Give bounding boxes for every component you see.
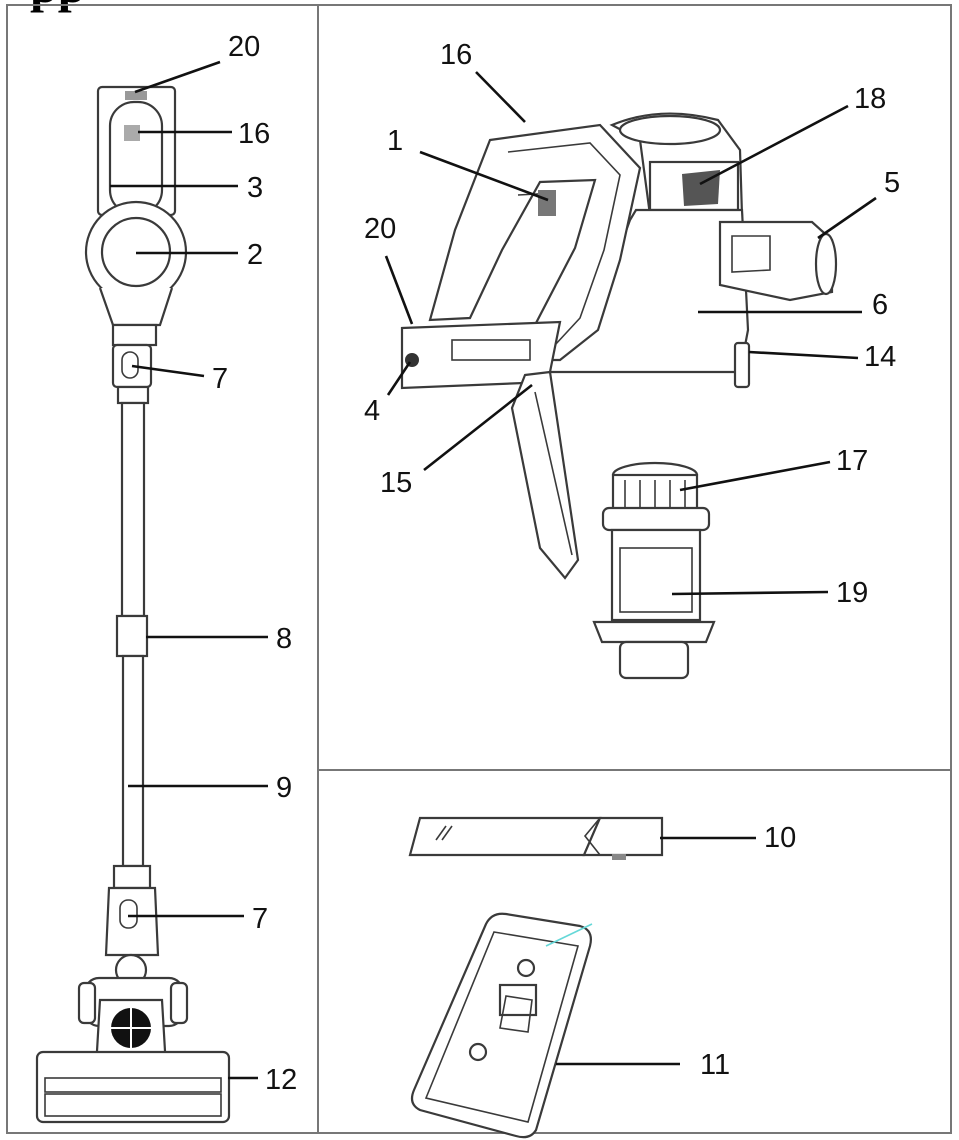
stick-vacuum-assembly	[35, 85, 231, 1124]
wall-mount-bracket	[410, 912, 593, 1139]
callout-4: 4	[364, 395, 380, 427]
callout-20-right: 20	[364, 213, 396, 245]
callout-15: 15	[380, 467, 412, 499]
callout-7-lower: 7	[252, 903, 268, 935]
crevice-tool	[408, 816, 664, 860]
callout-1: 1	[387, 125, 403, 157]
callout-14: 14	[864, 341, 896, 373]
handheld-callouts: 16 18 1 5 20 6 14 4 15 17 19	[364, 39, 900, 609]
callout-2: 2	[247, 239, 263, 271]
callout-17: 17	[836, 445, 868, 477]
callout-12: 12	[265, 1064, 297, 1096]
handheld-unit	[400, 112, 838, 680]
callout-9: 9	[276, 772, 292, 804]
cut-off-heading: pp	[30, 0, 86, 14]
callout-7-upper: 7	[212, 363, 228, 395]
callout-10: 10	[764, 822, 796, 854]
callout-8: 8	[276, 623, 292, 655]
accessory-callouts: 10 11	[556, 822, 796, 1081]
callout-6: 6	[872, 289, 888, 321]
callout-5: 5	[884, 167, 900, 199]
panel-frames	[6, 4, 952, 1134]
callout-18: 18	[854, 83, 886, 115]
callout-11: 11	[700, 1049, 730, 1081]
left-panel-callouts: 20 16 3 2 7 8 9 7 12	[110, 31, 297, 1096]
callout-20-top: 20	[228, 31, 260, 63]
callout-16-left: 16	[238, 118, 270, 150]
callout-3: 3	[247, 172, 263, 204]
callout-19: 19	[836, 577, 868, 609]
callout-16-right: 16	[440, 39, 472, 71]
